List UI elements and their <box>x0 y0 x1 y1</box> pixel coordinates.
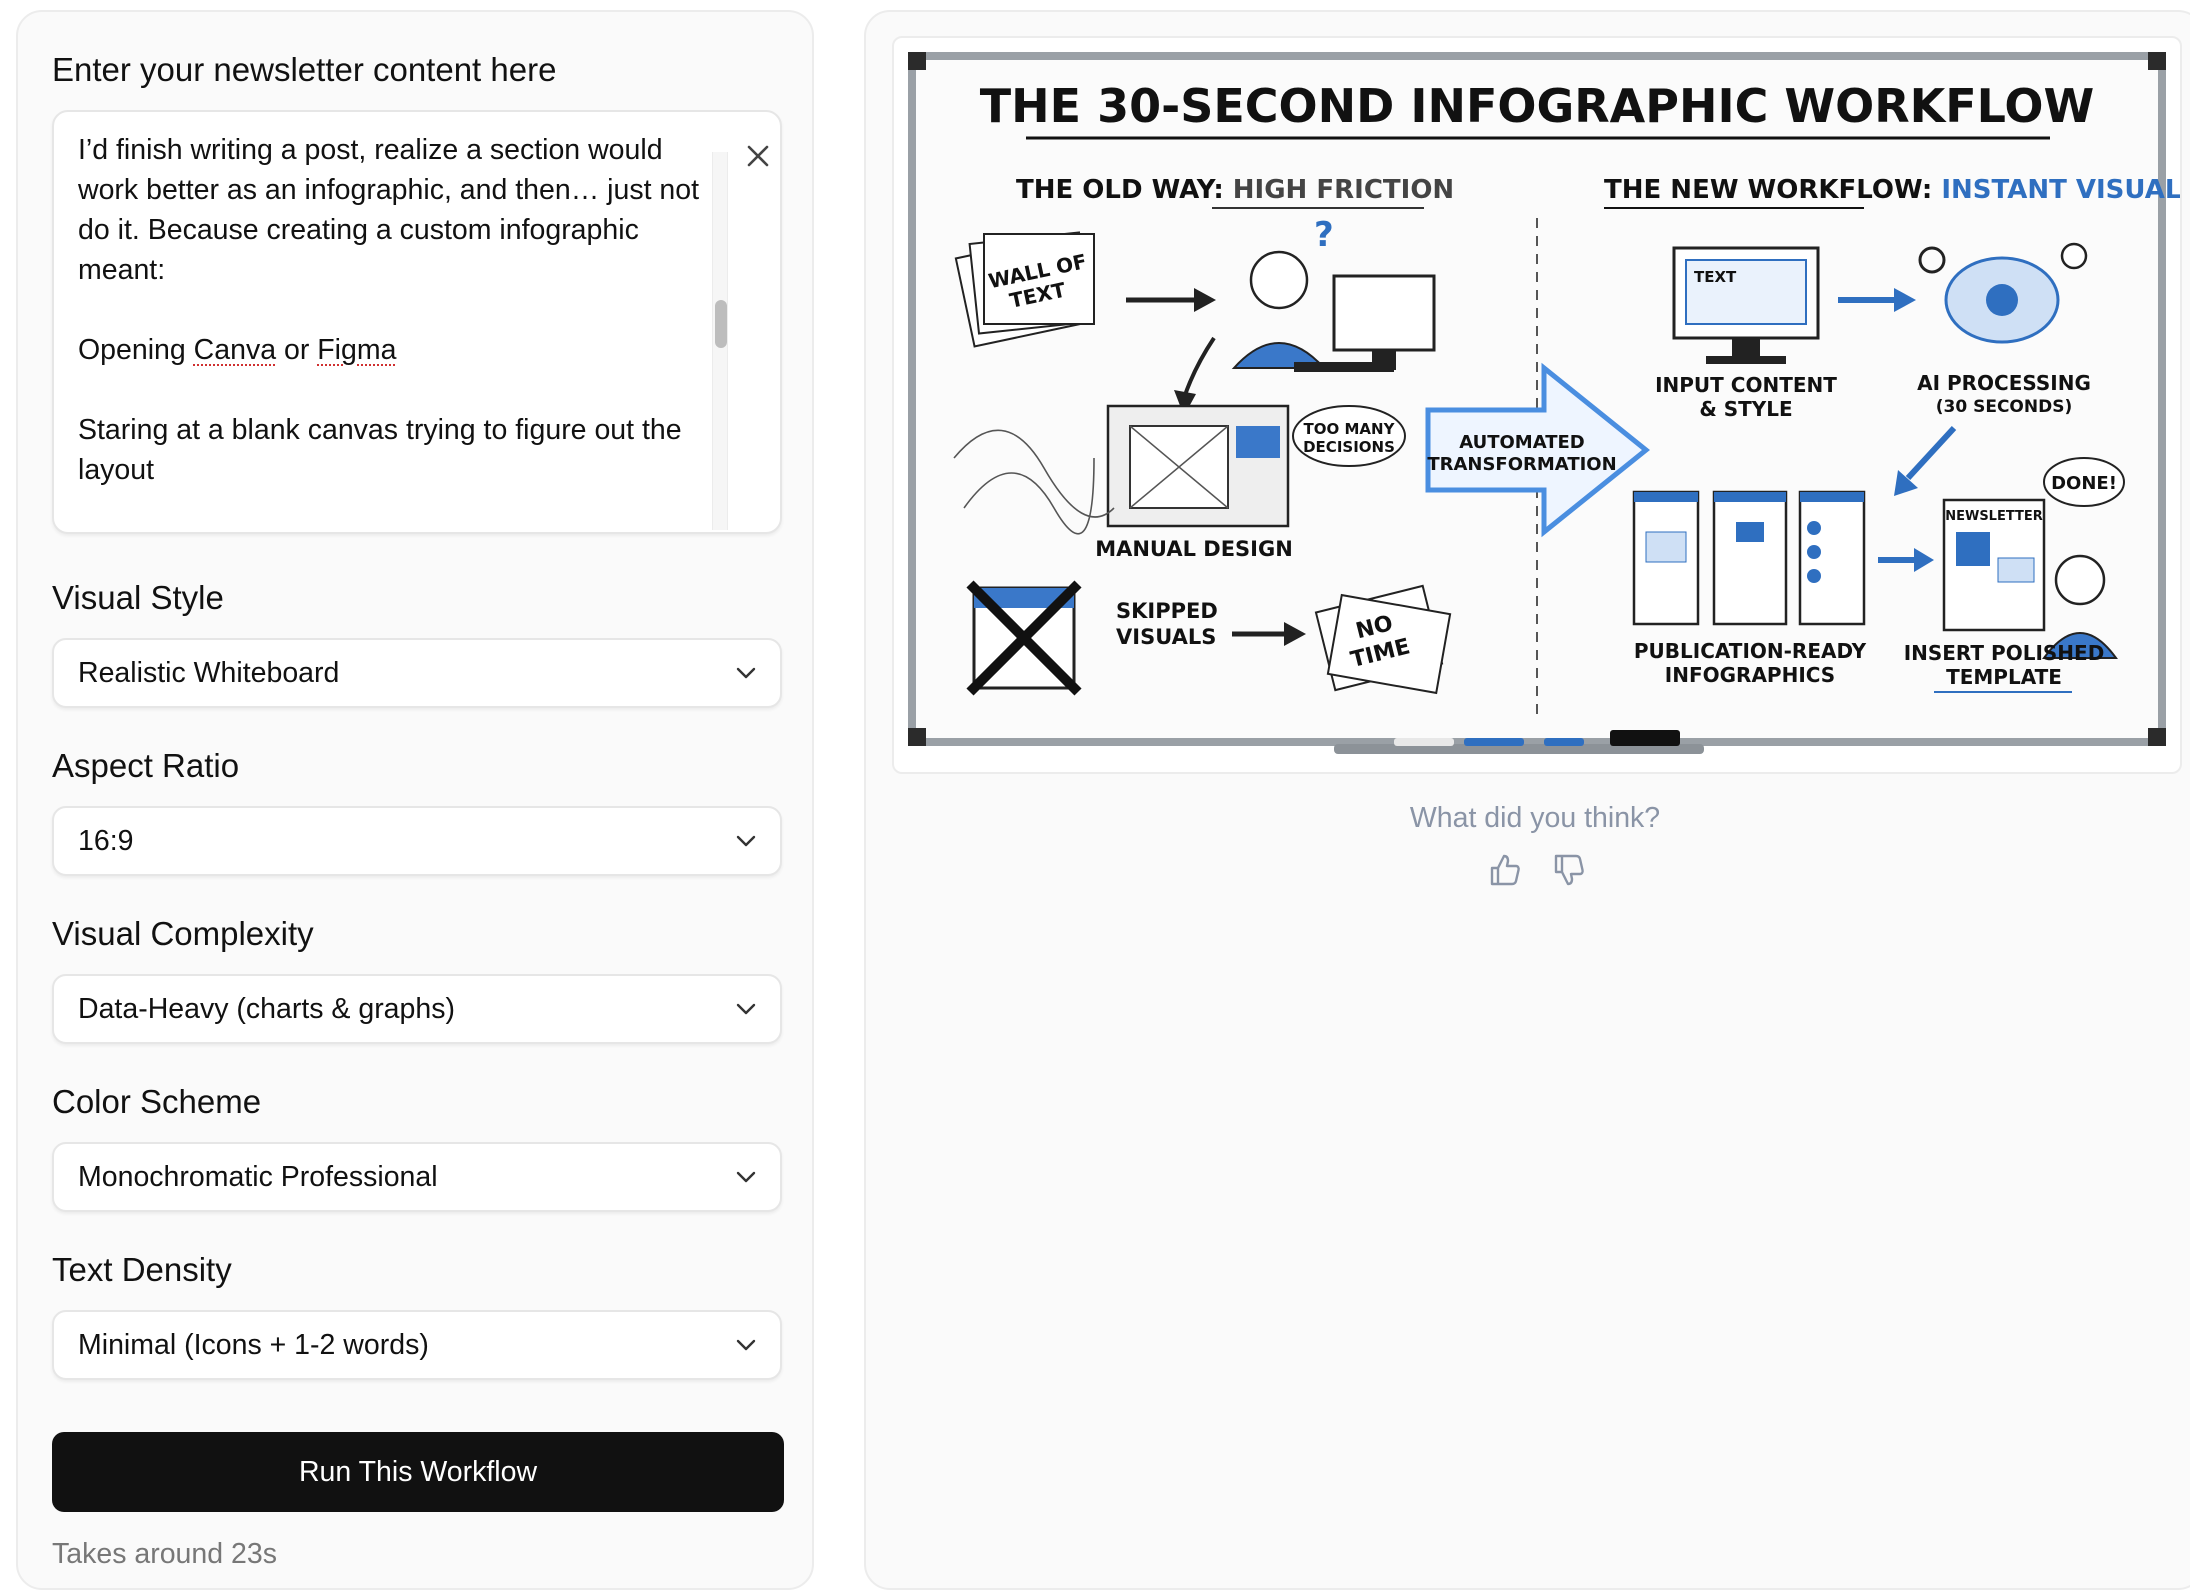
publication-infographics-sketch <box>1632 490 1866 626</box>
misspelled-word: Canva <box>193 334 277 366</box>
svg-text:TEMPLATE: TEMPLATE <box>1946 665 2062 689</box>
textarea-scrollbar[interactable] <box>712 152 728 530</box>
content-paragraph: I’d finish writing a post, realize a sec… <box>78 134 700 286</box>
svg-text:NEWSLETTER: NEWSLETTER <box>1945 509 2043 524</box>
svg-text:TRANSFORMATION: TRANSFORMATION <box>1427 454 1616 475</box>
visual-style-select[interactable]: Realistic Whiteboard <box>52 638 782 708</box>
chevron-down-icon <box>736 1339 756 1351</box>
color-scheme-label: Color Scheme <box>52 1083 262 1120</box>
aspect-ratio-select[interactable]: 16:9 <box>52 806 782 876</box>
aspect-ratio-label: Aspect Ratio <box>52 747 240 784</box>
thumbs-up-icon[interactable] <box>1484 850 1524 890</box>
svg-text:& STYLE: & STYLE <box>1699 397 1792 421</box>
content-textarea[interactable]: I’d finish writing a post, realize a sec… <box>52 110 782 534</box>
newsletter-sketch: NEWSLETTER <box>1942 498 2118 659</box>
svg-text:INSERT POLISHED: INSERT POLISHED <box>1904 641 2105 665</box>
visual-style-label: Visual Style <box>52 579 224 616</box>
confused-person-sketch: ? <box>1231 215 1436 372</box>
text-density-select[interactable]: Minimal (Icons + 1-2 words) <box>52 1310 782 1380</box>
svg-text:PUBLICATION-READY: PUBLICATION-READY <box>1634 639 1867 663</box>
generated-infographic: THE 30-SECOND INFOGRAPHIC WORKFLOW THE O… <box>892 36 2182 774</box>
svg-text:DONE!: DONE! <box>2051 473 2117 494</box>
chevron-down-icon <box>736 1171 756 1183</box>
output-panel: THE 30-SECOND INFOGRAPHIC WORKFLOW THE O… <box>864 10 2190 1590</box>
scrollbar-thumb[interactable] <box>715 300 727 348</box>
wall-of-text-sketch: WALL OF TEXT <box>954 231 1095 348</box>
svg-text:AUTOMATED: AUTOMATED <box>1459 432 1585 453</box>
svg-text:TOO MANY: TOO MANY <box>1304 420 1396 438</box>
input-panel: Enter your newsletter content here I’d f… <box>16 10 814 1590</box>
visual-complexity-select[interactable]: Data-Heavy (charts & graphs) <box>52 974 782 1044</box>
svg-text:AI PROCESSING: AI PROCESSING <box>1917 371 2091 395</box>
manual-design-label: MANUAL DESIGN <box>1095 537 1293 561</box>
chevron-down-icon <box>736 835 756 847</box>
input-monitor-sketch: TEXT <box>1672 246 1820 364</box>
too-many-decisions-bubble: TOO MANY DECISIONS <box>1292 405 1406 467</box>
svg-text:INFOGRAPHICS: INFOGRAPHICS <box>1665 663 1835 687</box>
design-software-sketch <box>1106 404 1290 528</box>
clear-icon[interactable] <box>744 142 772 170</box>
done-bubble: DONE! <box>2043 457 2125 507</box>
chevron-down-icon <box>736 1003 756 1015</box>
color-scheme-select[interactable]: Monochromatic Professional <box>52 1142 782 1212</box>
svg-text:TEXT: TEXT <box>1694 268 1737 286</box>
select-value: Data-Heavy (charts & graphs) <box>78 993 455 1025</box>
automated-transformation-arrow: AUTOMATED TRANSFORMATION <box>1425 362 1650 538</box>
no-time-papers-sketch: NO TIME <box>1314 584 1452 695</box>
infographic-title: THE 30-SECOND INFOGRAPHIC WORKFLOW <box>980 79 2094 133</box>
scribble <box>953 429 1115 535</box>
select-value: Monochromatic Professional <box>78 1161 438 1193</box>
whiteboard-image: THE 30-SECOND INFOGRAPHIC WORKFLOW THE O… <box>908 52 2180 754</box>
content-label: Enter your newsletter content here <box>52 51 557 88</box>
select-value: Realistic Whiteboard <box>78 657 340 689</box>
marker-tray <box>1334 744 1704 754</box>
ai-brain-sketch <box>1918 242 2088 344</box>
select-value: 16:9 <box>78 825 134 857</box>
new-way-heading: THE NEW WORKFLOW: INSTANT VISUALS <box>1604 175 2180 205</box>
chevron-down-icon <box>736 667 756 679</box>
thumbs-down-icon[interactable] <box>1548 850 1588 890</box>
svg-text:?: ? <box>1314 215 1334 255</box>
run-workflow-button[interactable]: Run This Workflow <box>52 1432 784 1512</box>
text-density-label: Text Density <box>52 1251 232 1288</box>
svg-text:(30 SECONDS): (30 SECONDS) <box>1936 397 2072 417</box>
svg-text:DECISIONS: DECISIONS <box>1303 438 1395 456</box>
old-way-heading: THE OLD WAY: HIGH FRICTION <box>1016 175 1454 205</box>
feedback-question: What did you think? <box>1409 802 1661 834</box>
content-paragraph: Opening Canva or Figma <box>78 334 397 366</box>
content-paragraph: Staring at a blank canvas trying to figu… <box>78 414 682 486</box>
calendar-crossed-sketch <box>966 580 1082 696</box>
duration-note: Takes around 23s <box>52 1538 277 1570</box>
skipped-visuals-label-1: SKIPPED <box>1116 599 1218 623</box>
visual-complexity-label: Visual Complexity <box>52 915 314 952</box>
content-text[interactable]: I’d finish writing a post, realize a sec… <box>78 130 718 530</box>
svg-text:INPUT CONTENT: INPUT CONTENT <box>1655 373 1837 397</box>
skipped-visuals-label-2: VISUALS <box>1116 625 1216 649</box>
select-value: Minimal (Icons + 1-2 words) <box>78 1329 429 1361</box>
misspelled-word: Figma <box>317 334 397 366</box>
